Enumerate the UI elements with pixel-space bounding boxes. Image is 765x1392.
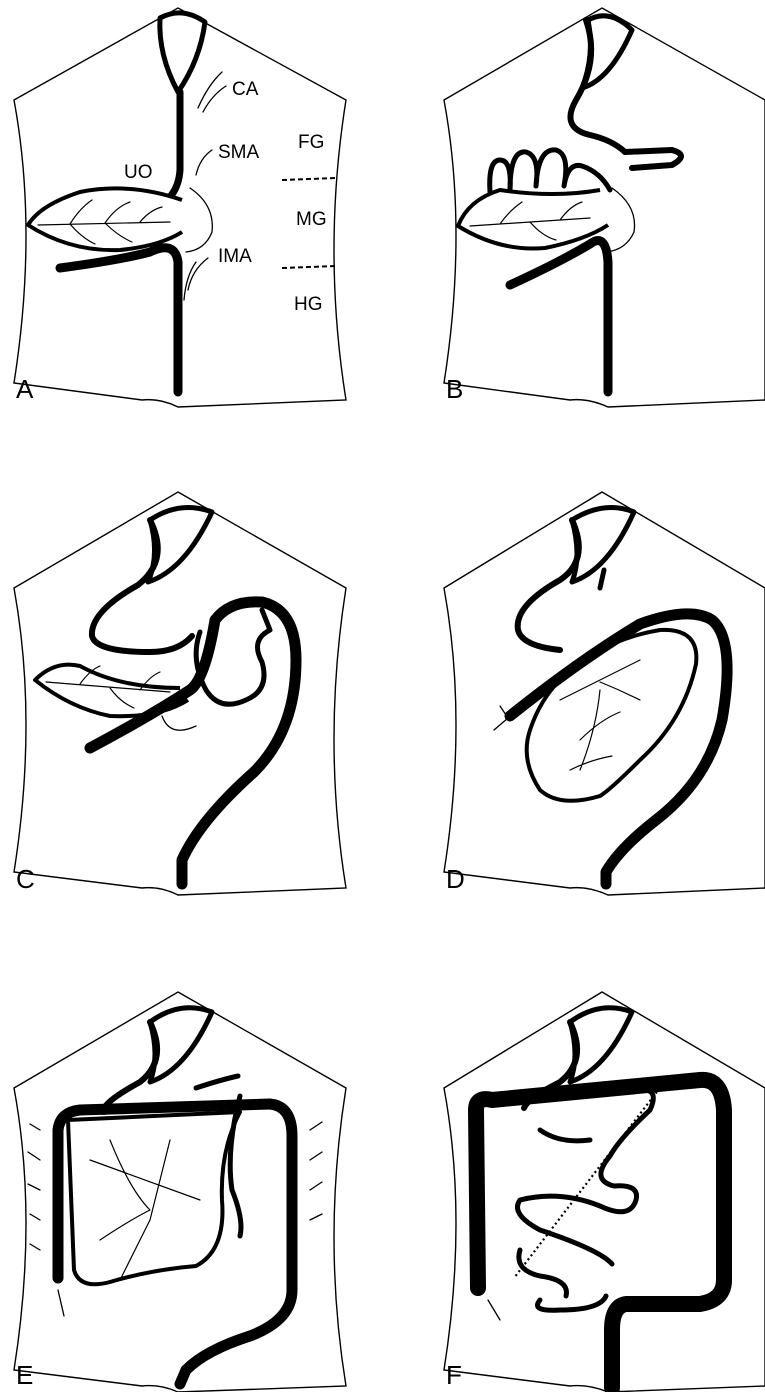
label-ca: CA bbox=[232, 79, 259, 100]
label-fg: FG bbox=[298, 132, 324, 153]
label-hg: HG bbox=[294, 294, 323, 315]
panel-letter-c: C bbox=[16, 864, 35, 894]
panel-d: D bbox=[444, 492, 765, 895]
panel-letter-f: F bbox=[446, 1360, 462, 1390]
panel-letter-e: E bbox=[16, 1360, 33, 1390]
panel-e: E bbox=[14, 992, 346, 1392]
label-mg: MG bbox=[296, 209, 327, 230]
panel-f: F bbox=[444, 992, 765, 1392]
panel-b: B bbox=[444, 8, 765, 407]
panel-letter-a: A bbox=[16, 374, 34, 404]
panel-letter-b: B bbox=[446, 374, 463, 404]
panel-a: CA SMA UO IMA FG MG HG A bbox=[14, 8, 346, 407]
panel-letter-d: D bbox=[446, 864, 465, 894]
panel-c: C bbox=[14, 492, 346, 895]
label-sma: SMA bbox=[218, 142, 260, 163]
label-ima: IMA bbox=[218, 246, 252, 267]
label-uo: UO bbox=[124, 162, 153, 183]
